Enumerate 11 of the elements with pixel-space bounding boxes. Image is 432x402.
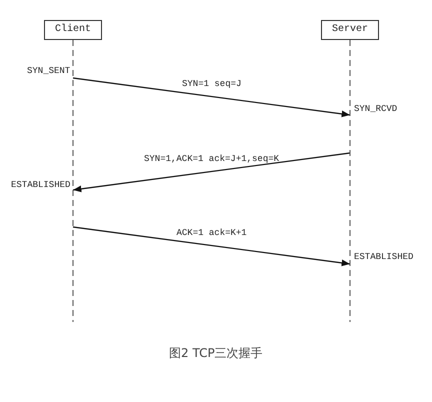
message-arrow xyxy=(72,77,350,118)
message-arrow xyxy=(72,226,350,266)
caption: 图2 TCP三次握手 xyxy=(169,345,263,362)
state-label: SYN_RCVD xyxy=(354,104,398,115)
state-label: ESTABLISHED xyxy=(11,180,70,191)
edge-label: SYN=1 seq=J xyxy=(182,78,242,90)
message-arrow xyxy=(72,152,350,192)
state-label: SYN_SENT xyxy=(27,66,70,77)
edge-label: SYN=1,ACK=1 ack=J+1,seq=K xyxy=(144,154,280,164)
edge-label: ACK=1 ack=K+1 xyxy=(176,228,247,238)
state-label: ESTABLISHED xyxy=(354,252,414,263)
